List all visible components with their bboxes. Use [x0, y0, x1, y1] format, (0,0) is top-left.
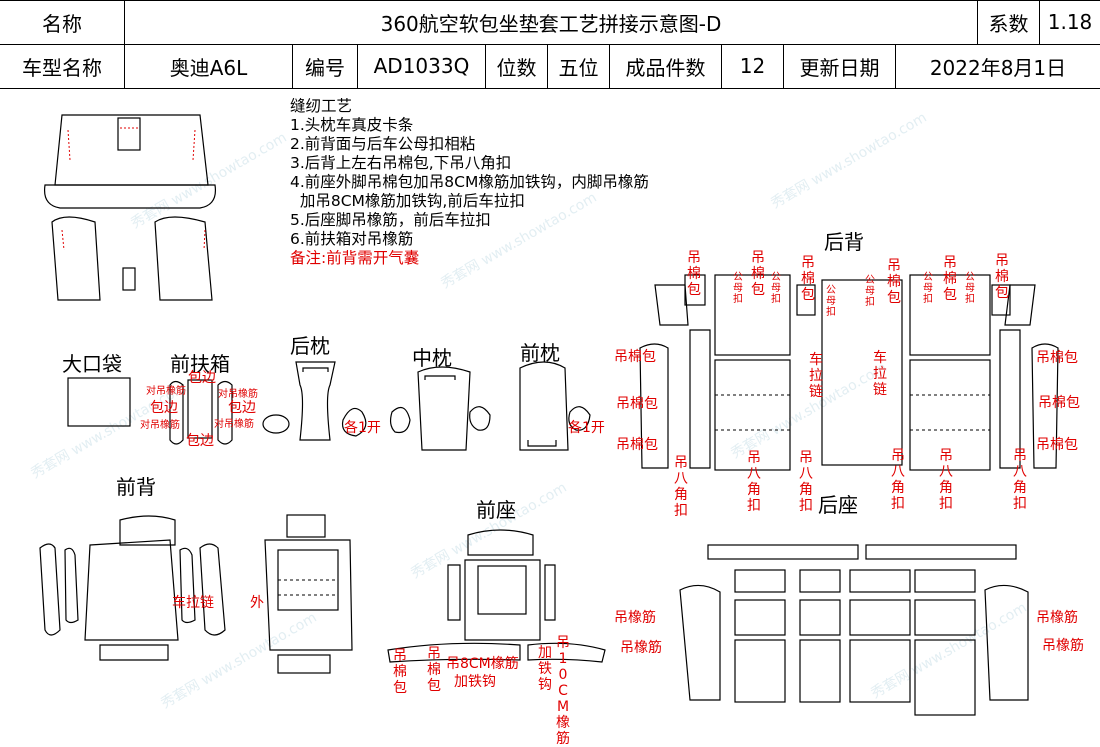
- annotation: 车拉链: [809, 352, 823, 400]
- annotation: 对吊橡筋: [214, 419, 254, 430]
- note-line: 5.后座脚吊橡筋，前后车拉扣: [290, 211, 491, 229]
- annotation: 公母扣: [826, 285, 836, 318]
- label-middle-headrest: 中枕: [412, 346, 452, 370]
- sewing-notes: 缝纫工艺 1.头枕车真皮卡条 2.前背面与后车公母扣相粘 3.后背上左右吊棉包,…: [290, 97, 649, 268]
- annotation: 加铁钩: [538, 645, 552, 693]
- annotation: 包边: [188, 370, 216, 386]
- annotation: 吊八角扣: [939, 448, 953, 512]
- middle-headrest-pieces: [389, 366, 491, 451]
- front-armrest-pieces: [169, 379, 290, 445]
- front-back-pieces: [39, 514, 353, 674]
- note-line: 6.前扶箱对吊橡筋: [290, 230, 414, 248]
- note-line: 2.前背面与后车公母扣相粘: [290, 135, 476, 153]
- annotation: 吊棉包: [801, 255, 815, 303]
- coef-value: 1.18: [1047, 10, 1093, 34]
- name-label: 名称: [0, 0, 125, 44]
- annotation: 吊棉包: [1038, 395, 1080, 411]
- annotation: 吊八角扣: [1013, 448, 1027, 512]
- label-rear-headrest: 后枕: [290, 334, 330, 358]
- note-line: 加吊8CM橡筋加铁钩,前后车拉扣: [290, 192, 525, 210]
- annotation: 吊棉包: [887, 258, 901, 306]
- annotation: 吊8CM橡筋: [446, 656, 519, 672]
- annotation: 对吊橡筋: [146, 386, 186, 397]
- label-rear-seat: 后座: [818, 493, 858, 517]
- annotation: 公母扣: [923, 272, 933, 305]
- diagram-title: 360航空软包坐垫套工艺拼接示意图-D: [125, 0, 978, 44]
- annotation: 吊橡筋: [1036, 610, 1078, 626]
- annotation: 吊棉包: [616, 437, 658, 453]
- seats-value: 五位: [548, 44, 610, 88]
- model-value: 奥迪A6L: [125, 44, 293, 88]
- note-line: 4.前座外脚吊棉包加吊8CM橡筋加铁钩，内脚吊橡筋: [290, 173, 649, 191]
- spec-header: 名称 360航空软包坐垫套工艺拼接示意图-D 系数 1.18 车型名称 奥迪A6…: [0, 0, 1100, 89]
- annotation: 吊棉包: [393, 648, 407, 696]
- annotation: 各1开: [568, 420, 605, 436]
- coef-label: 系数: [978, 0, 1040, 44]
- date-value: 2022年8月1日: [929, 55, 1067, 80]
- annotation: 吊八角扣: [674, 455, 688, 519]
- annotation: 车拉链: [172, 595, 214, 611]
- label-front-armrest: 前扶箱: [170, 352, 230, 376]
- annotation: 吊八角扣: [799, 450, 813, 514]
- label-front-headrest: 前枕: [520, 341, 560, 365]
- annotation: 吊棉包: [687, 250, 701, 298]
- annotation: 吊棉包: [427, 646, 441, 694]
- annotation: 吊棉包: [943, 255, 957, 303]
- code-value: AD1033Q: [358, 44, 486, 88]
- annotation: 吊橡筋: [1042, 638, 1084, 654]
- front-headrest-pieces: [519, 361, 591, 451]
- note-line: 1.头枕车真皮卡条: [290, 116, 414, 134]
- note-line: 3.后背上左右吊棉包,下吊八角扣: [290, 154, 512, 172]
- annotation: 吊八角扣: [891, 448, 905, 512]
- annotation: 公母扣: [771, 272, 781, 305]
- annotation: 加铁钩: [454, 674, 496, 690]
- big-pocket-piece: [67, 377, 131, 427]
- code-label: 编号: [293, 44, 358, 88]
- annotation: 吊八角扣: [747, 450, 761, 514]
- annotation: 吊棉包: [616, 396, 658, 412]
- label-rear-back: 后背: [824, 230, 864, 254]
- date-label: 更新日期: [784, 44, 896, 88]
- annotation: 公母扣: [733, 272, 743, 305]
- front-seat-pieces: [387, 529, 606, 663]
- seats-label: 位数: [486, 44, 548, 88]
- annotation: 吊橡筋: [620, 640, 662, 656]
- pieces-label: 成品件数: [610, 44, 722, 88]
- rear-headrest-pieces: [295, 361, 367, 441]
- rear-back-pieces: [639, 274, 1059, 471]
- annotation: 吊棉包: [614, 349, 656, 365]
- label-front-seat: 前座: [476, 498, 516, 522]
- annotation: 吊棉包: [751, 250, 765, 298]
- annotation: 车拉链: [873, 350, 887, 398]
- annotation: 各1开: [344, 420, 381, 436]
- notes-title: 缝纫工艺: [290, 97, 353, 115]
- annotation: 吊10CM橡筋: [556, 635, 570, 747]
- annotation: 外: [250, 595, 264, 611]
- rear-seat-pieces: [679, 544, 1029, 716]
- annotation: 包边: [228, 400, 256, 416]
- annotation: 吊棉包: [995, 253, 1009, 301]
- overview-seats: [43, 114, 217, 301]
- annotation: 包边: [186, 433, 214, 449]
- annotation: 包边: [150, 400, 178, 416]
- notes-remark: 备注:前背需开气囊: [290, 249, 420, 267]
- pieces-value: 12: [722, 44, 784, 88]
- annotation: 公母扣: [865, 275, 875, 308]
- label-big-pocket: 大口袋: [62, 352, 122, 376]
- label-front-back: 前背: [116, 475, 156, 499]
- annotation: 吊棉包: [1036, 437, 1078, 453]
- annotation: 吊棉包: [1036, 350, 1078, 366]
- annotation: 对吊橡筋: [218, 389, 258, 400]
- model-label: 车型名称: [0, 44, 125, 88]
- annotation: 对吊橡筋: [140, 420, 180, 431]
- annotation: 吊橡筋: [614, 610, 656, 626]
- annotation: 公母扣: [965, 272, 975, 305]
